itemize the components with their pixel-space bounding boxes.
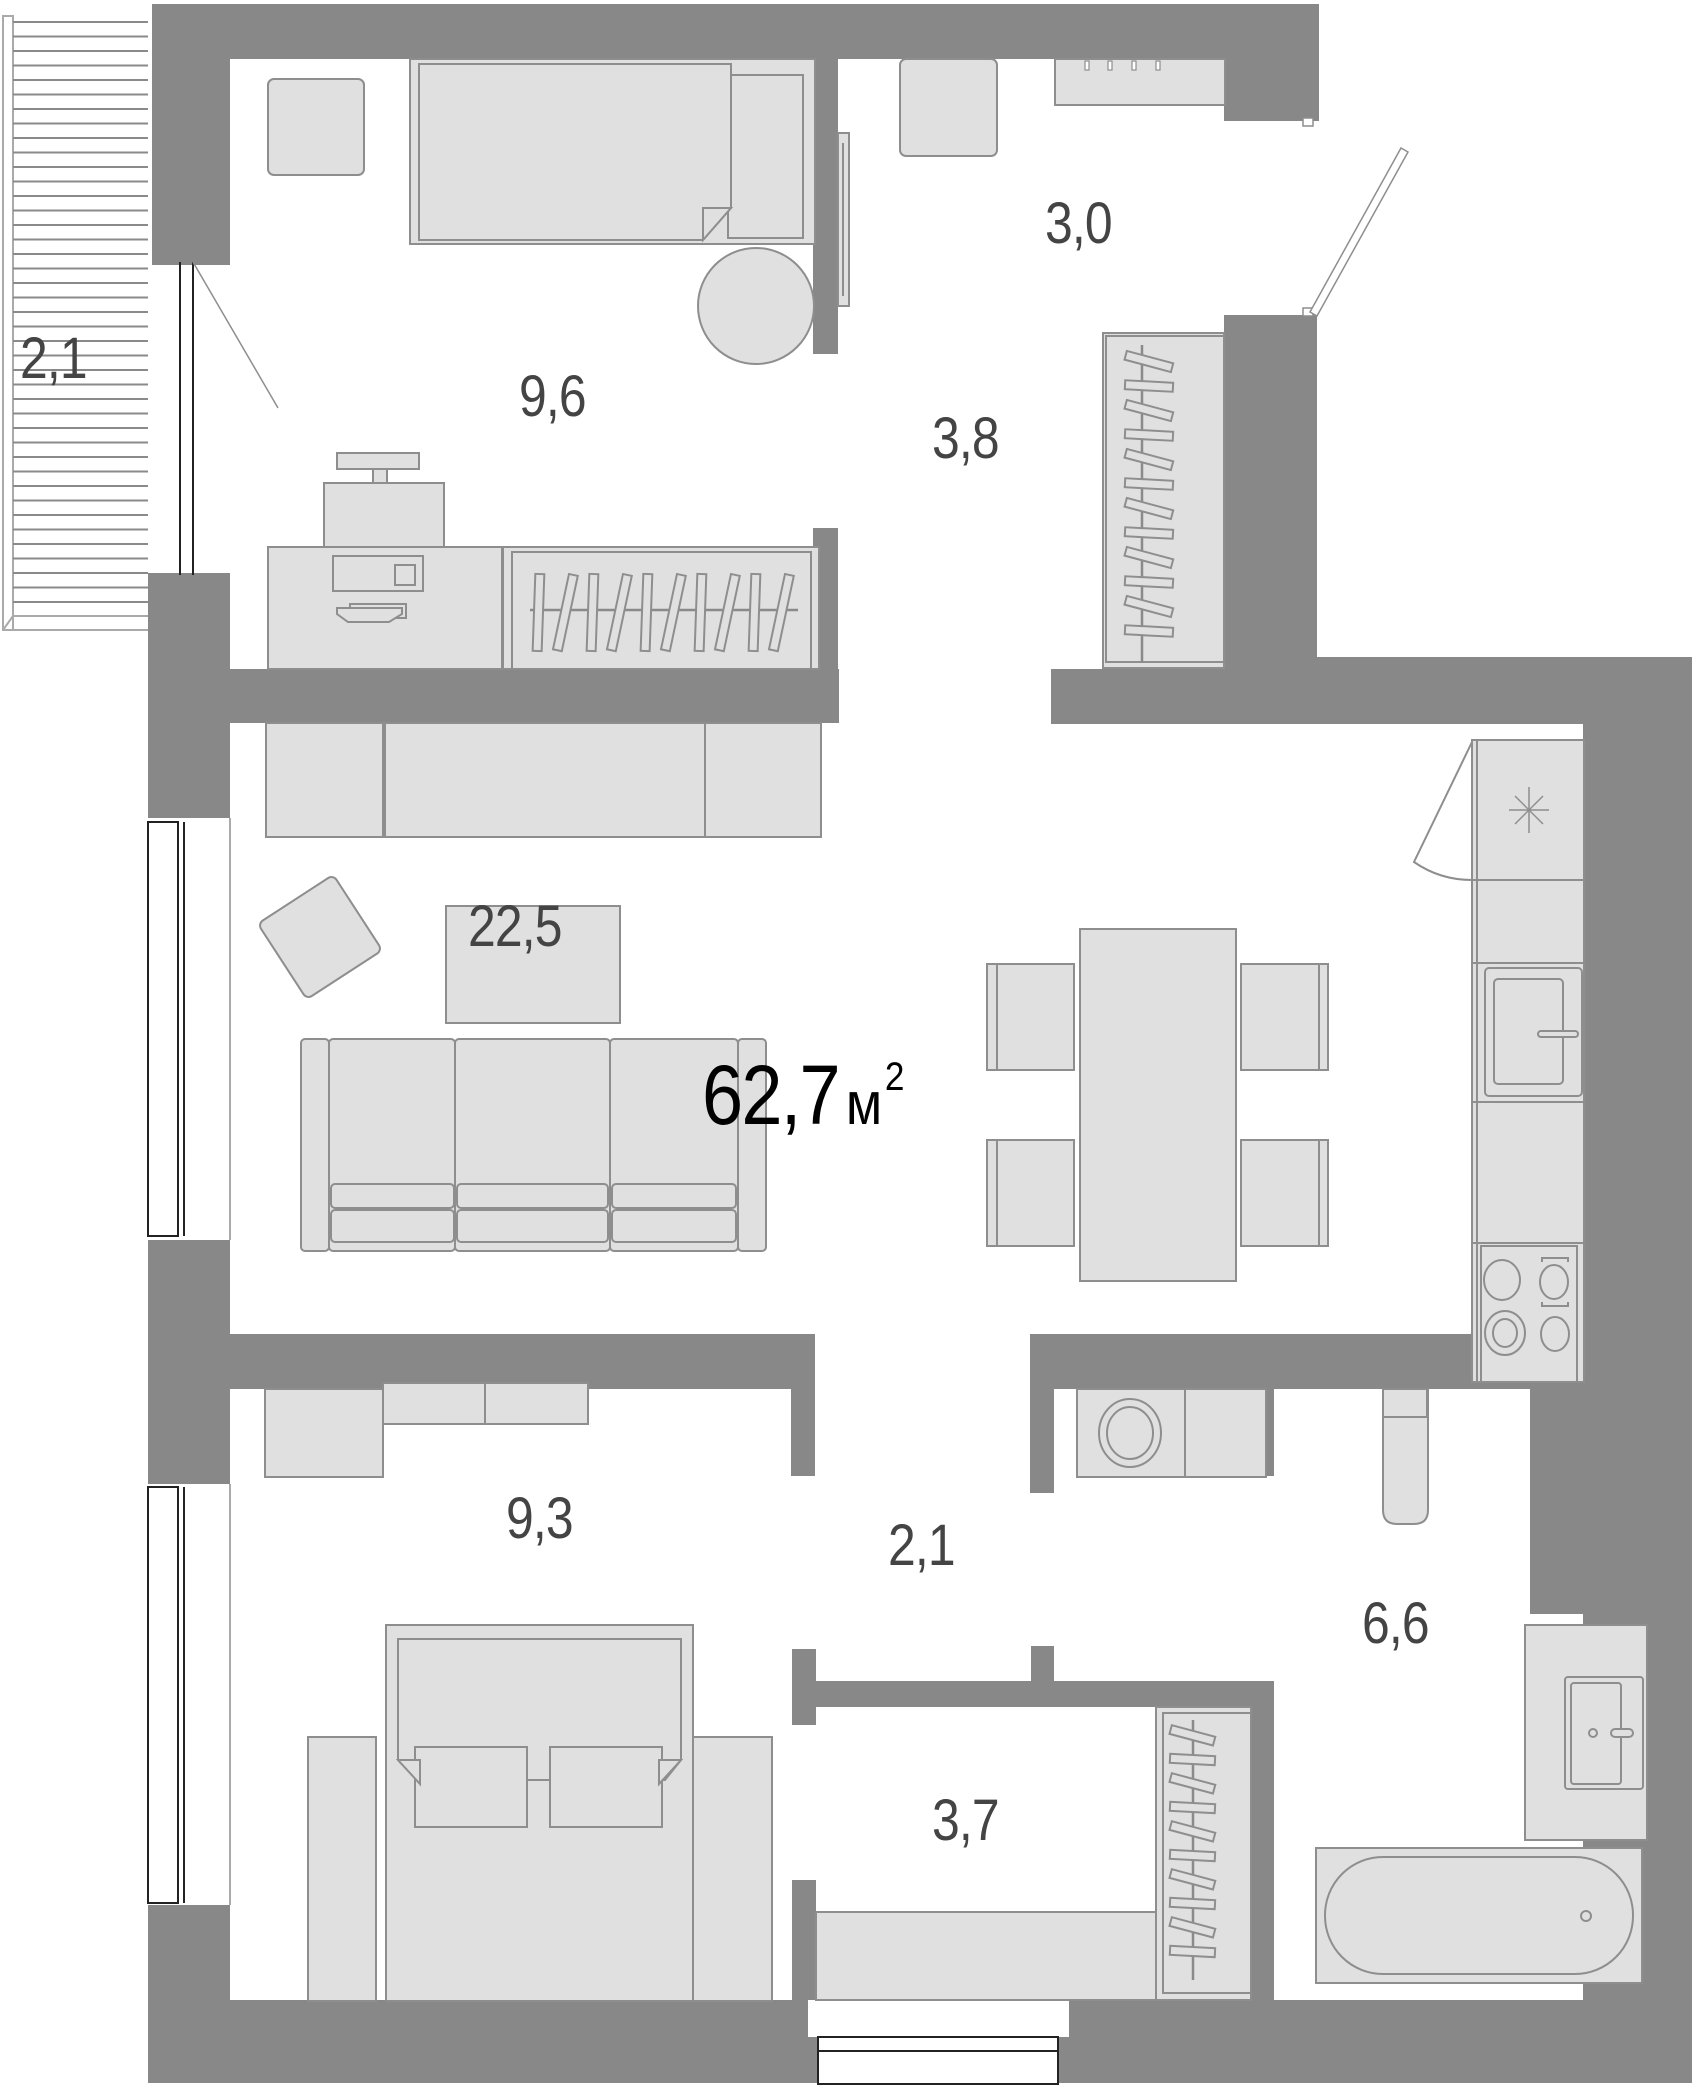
area-label-balcony: 2,1	[20, 326, 88, 391]
wardrobe-room-furniture	[815, 1706, 1252, 2001]
area-label-bathroom: 6,6	[1362, 1591, 1430, 1656]
area-label-hall-upper: 3,0	[1045, 191, 1113, 256]
total-area-value: 62,7	[702, 1048, 841, 1142]
windows	[147, 261, 1069, 2085]
area-label-hall-lower: 2,1	[888, 1513, 956, 1578]
area-label-living-kitchen: 22,5	[468, 894, 563, 959]
walls	[148, 4, 1692, 2083]
bathroom-furniture	[1076, 1388, 1648, 1984]
living-furniture	[259, 722, 822, 1252]
balcony	[2, 15, 148, 631]
bedroom-1-furniture	[267, 58, 850, 670]
kitchen-furniture	[986, 739, 1585, 1383]
bedroom-2-furniture	[264, 1382, 773, 2002]
total-area-unit: м	[845, 1070, 883, 1137]
area-label-wardrobe: 3,7	[932, 1788, 1000, 1853]
area-label-corridor: 3,8	[932, 406, 1000, 471]
area-label-bedroom-2: 9,3	[506, 1486, 574, 1551]
hall-furniture	[899, 58, 1226, 669]
fridge-icon	[1509, 787, 1549, 833]
entry-door	[1302, 117, 1410, 318]
total-area-unit-power: 2	[884, 1055, 905, 1099]
area-label-bedroom-1: 9,6	[519, 364, 587, 429]
